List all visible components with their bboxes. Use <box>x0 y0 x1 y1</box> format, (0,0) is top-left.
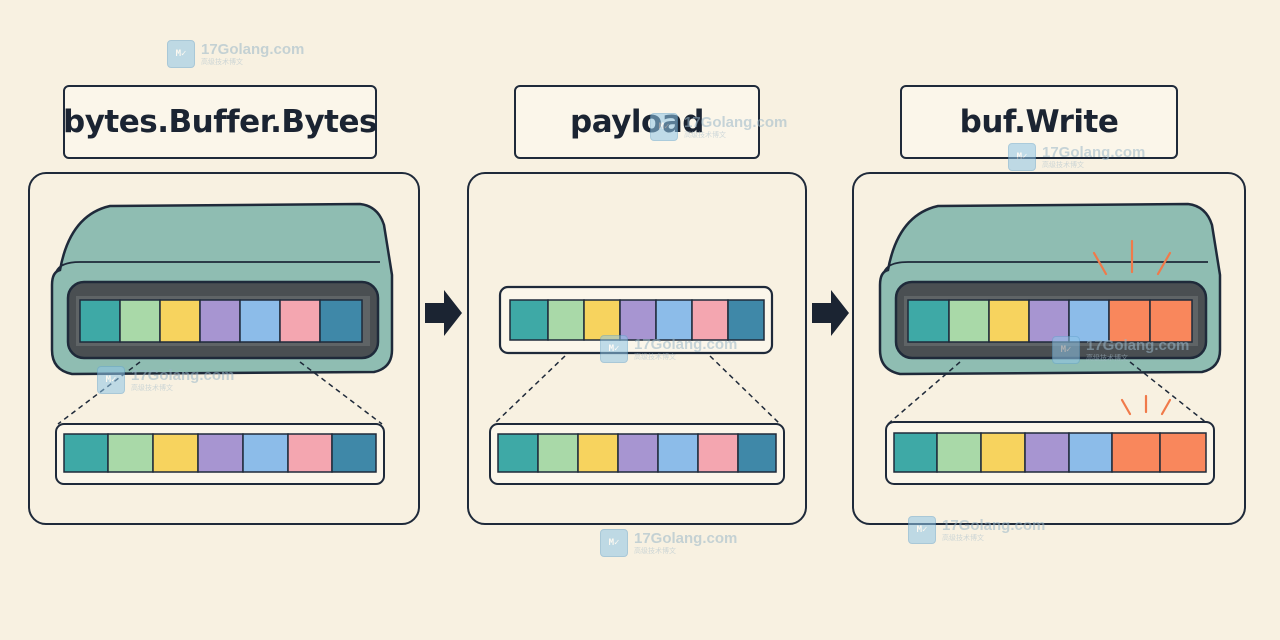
byte-cell <box>936 432 982 473</box>
zoom-lines-3 <box>887 361 1209 425</box>
byte-strip-1 <box>55 423 385 485</box>
payload-slice <box>498 285 774 355</box>
byte-cell <box>319 299 363 343</box>
buffer-device-3 <box>878 202 1222 376</box>
byte-cell <box>509 299 549 341</box>
byte-cell <box>619 299 657 341</box>
byte-cell <box>691 299 729 341</box>
buffer-device-3-cells <box>907 299 1193 343</box>
byte-cell <box>657 433 699 473</box>
change-spark-icon <box>1092 239 1172 276</box>
panel-title-bytes-buffer-bytes: bytes.Buffer.Bytes <box>63 85 377 159</box>
zoom-lines-1 <box>57 361 383 425</box>
arrow-right-icon <box>425 290 462 336</box>
byte-cell <box>893 432 938 473</box>
byte-cell <box>1024 432 1070 473</box>
byte-cell <box>655 299 693 341</box>
byte-cell <box>287 433 333 473</box>
panel-title-buf-write: buf.Write <box>900 85 1178 159</box>
panel-payload <box>467 172 807 525</box>
byte-cell <box>199 299 241 343</box>
byte-cell <box>152 433 199 473</box>
byte-cell <box>63 433 109 473</box>
byte-cell <box>119 299 161 343</box>
byte-cell <box>1068 299 1110 343</box>
buffer-device-1 <box>50 202 394 376</box>
byte-cell <box>980 432 1026 473</box>
panel-bytes-buffer-bytes <box>28 172 420 525</box>
byte-cell <box>79 299 121 343</box>
byte-cell <box>197 433 244 473</box>
byte-cell <box>1149 299 1193 343</box>
buffer-device-1-cells <box>79 299 363 343</box>
byte-cell <box>1028 299 1070 343</box>
byte-cell <box>1108 299 1151 343</box>
byte-cell <box>239 299 281 343</box>
byte-cell <box>697 433 739 473</box>
arrow-right-icon <box>812 290 849 336</box>
byte-cell <box>242 433 289 473</box>
byte-cell <box>537 433 579 473</box>
byte-strip-2 <box>489 423 785 485</box>
byte-cell <box>617 433 659 473</box>
byte-cell <box>1111 432 1161 473</box>
byte-cell <box>727 299 765 341</box>
byte-cell <box>948 299 990 343</box>
byte-cell <box>107 433 154 473</box>
byte-cell <box>583 299 621 341</box>
panel-title-payload: payload <box>514 85 760 159</box>
byte-cell <box>497 433 539 473</box>
byte-strip-3 <box>885 421 1215 485</box>
byte-cell <box>1159 432 1207 473</box>
byte-cell <box>907 299 950 343</box>
byte-cell <box>1068 432 1113 473</box>
zoom-lines-2 <box>493 355 781 425</box>
byte-cell <box>547 299 585 341</box>
panel-buf-write <box>852 172 1246 525</box>
byte-cell <box>737 433 777 473</box>
byte-cell <box>279 299 321 343</box>
byte-cell <box>577 433 619 473</box>
byte-cell <box>988 299 1030 343</box>
byte-cell <box>159 299 201 343</box>
change-spark-icon <box>1120 394 1172 416</box>
byte-cell <box>331 433 377 473</box>
